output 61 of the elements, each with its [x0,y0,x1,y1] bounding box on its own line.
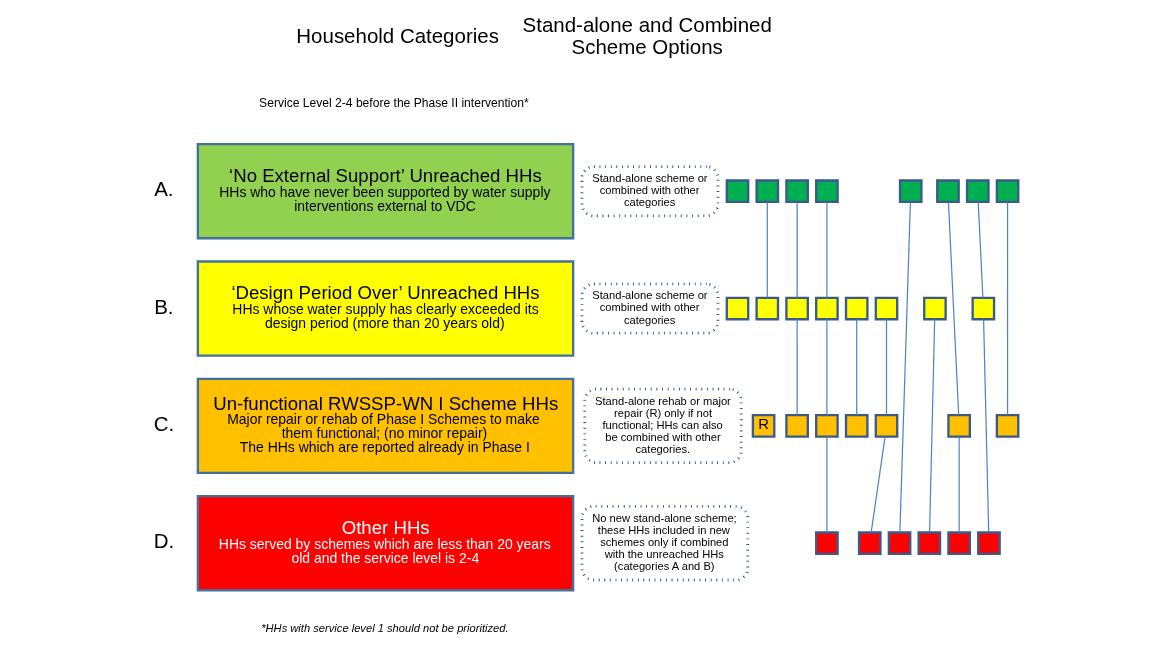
node-label: B. [154,294,174,318]
node-box [874,414,899,438]
node-box [947,414,971,438]
node-box: Other HHs HHs served by schemes which are less than 20 years old and the service level is 2-4 [196,495,575,592]
connector [796,201,798,299]
node-box [815,531,839,556]
connector [766,201,768,299]
node-box: Stand-alone scheme or combined with other categories [580,282,720,335]
node-box [725,296,750,321]
connector [796,318,798,416]
node-box: Stand-alone scheme or combined with other categories [580,165,720,218]
node-box [887,531,912,556]
node-box: ‘No External Support’ Unreached HHs HHs who have never been supported by water supply interventions external to VDC [196,143,575,240]
node-box: Stand-alone rehab or major repair (R) only if not functional; HHs can also be combined with other categories. [583,387,743,465]
label: Service Level 2-4 before the Phase II intervention* [259,96,529,111]
connector [826,318,828,416]
connector [958,436,960,534]
node-box: No new stand-alone scheme; these HHs included in new schemes only if combined with the unreached HHs (categories A and B) [580,505,750,582]
label: Stand-alone and Combined Scheme Options [522,13,772,59]
connector [856,318,858,416]
node-box [995,414,1020,438]
node-box [917,531,942,556]
connector [885,318,888,416]
node-label: C. [153,412,175,436]
node-box [815,296,839,321]
connector [1006,201,1009,416]
node-box [785,179,809,204]
node-box [785,296,809,321]
node-box [815,179,839,204]
label: *HHs with service level 1 should not be prioritized. [261,622,509,635]
node-box [815,414,839,438]
node-box [755,179,780,204]
node-box [898,179,923,204]
node-box [857,531,882,556]
connector [947,201,960,416]
node-box [971,296,996,321]
node-box [874,296,899,321]
node-box: ‘Design Period Over’ Unreached HHs HHs whose water supply has clearly exceeded its design period (more than 20 years old) [196,260,575,357]
label: Household Categories [296,24,499,48]
node-box [977,531,1001,556]
connector [826,436,828,534]
node-box [725,179,750,204]
node-box [965,179,990,204]
connector [870,436,886,534]
connector [826,201,828,299]
connector [928,318,936,533]
node-box [947,531,971,556]
connector [899,201,911,534]
node-box [923,296,947,321]
node-box: R [751,414,776,438]
node-label: A. [154,177,174,201]
node-box [844,296,869,321]
connector [977,201,984,299]
node-box [995,179,1020,204]
node-box [844,414,869,438]
node-label: D. [153,529,175,553]
connector [983,318,990,533]
node-box [755,296,780,321]
node-box [785,414,809,438]
node-box: Un-functional RWSSP-WN I Scheme HHs Major repair or rehab of Phase I Schemes to make them functional; (no minor repair) The HHs which are reported already in Phase I [196,377,575,475]
node-box [936,179,960,204]
